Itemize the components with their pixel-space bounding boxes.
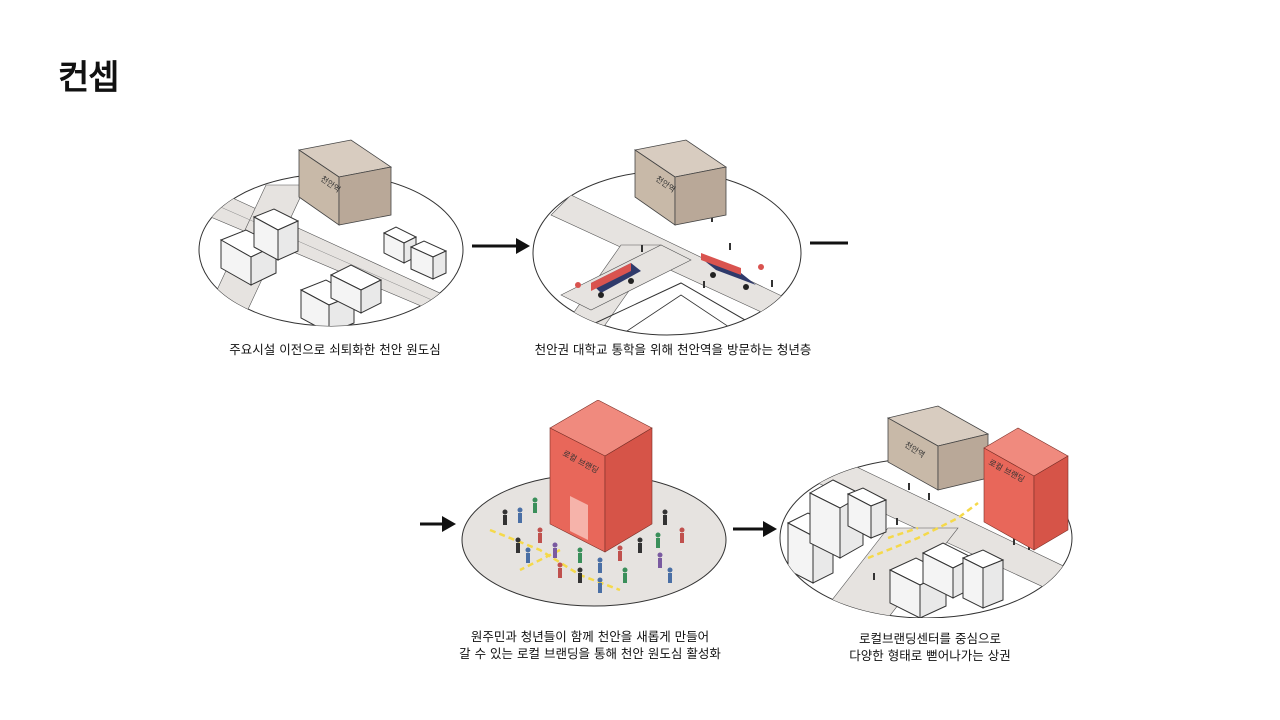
- station-building: 천안역: [886, 405, 990, 491]
- stage-1-illustration: 천안역: [196, 135, 476, 335]
- stage-1-caption: 주요시설 이전으로 쇠퇴화한 천안 원도심: [229, 342, 441, 357]
- stage-2-illustration: 천안역: [531, 135, 811, 345]
- block-building: [329, 264, 383, 314]
- arrow-right-icon: [733, 519, 783, 543]
- block-building: [252, 208, 300, 261]
- block-building: [382, 226, 418, 264]
- block-building: [846, 487, 888, 539]
- block-building: [961, 549, 1005, 609]
- arrow-right-icon: [472, 236, 532, 260]
- crowd-of-people: [502, 497, 685, 593]
- station-building: 천안역: [297, 139, 393, 226]
- branding-building: 로컬 브랜딩: [549, 400, 653, 553]
- bus-icon: [591, 263, 641, 298]
- page-title: 컨셉: [58, 58, 120, 98]
- stage-2-caption: 천안권 대학교 통학을 위해 천안역을 방문하는 청년층: [534, 342, 812, 357]
- stage-4-illustration: 천안역 로컬 브랜딩: [778, 398, 1078, 618]
- stage-3-caption: 원주민과 청년들이 함께 천안을 새롭게 만들어 갈 수 있는 로컬 브랜딩을 …: [459, 629, 721, 661]
- stage-4-caption: 로컬브랜딩센터를 중심으로 다양한 형태로 뻗어나가는 상권: [849, 631, 1011, 663]
- connector-line: [810, 236, 850, 260]
- bus-icon: [701, 253, 756, 290]
- stage-3-illustration: 로컬 브랜딩: [460, 400, 730, 610]
- branding-building: 로컬 브랜딩: [983, 427, 1069, 551]
- block-building: [409, 240, 448, 280]
- arrow-right-icon: [420, 514, 460, 538]
- station-building: 천안역: [633, 139, 728, 226]
